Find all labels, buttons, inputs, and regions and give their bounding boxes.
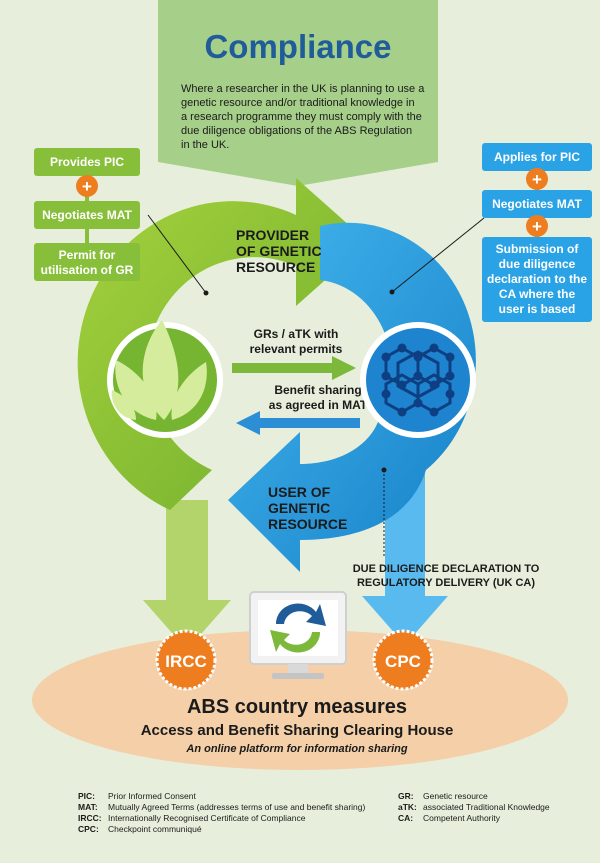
glossary-def: associated Traditional Knowledge xyxy=(423,802,550,812)
step-label: Permit for xyxy=(59,248,116,262)
user-label-line: USER OF xyxy=(268,484,331,500)
user-label-line: GENETIC xyxy=(268,500,330,516)
plus-icon xyxy=(76,175,98,197)
step-label: Negotiates MAT xyxy=(492,197,582,211)
down-arrow-green xyxy=(143,500,231,650)
abs-subtitle: Access and Benefit Sharing Clearing Hous… xyxy=(141,722,454,739)
connector-dot xyxy=(389,289,395,295)
header-banner xyxy=(158,0,438,186)
glossary-term: MAT: xyxy=(78,802,98,812)
user-label-line: RESOURCE xyxy=(268,516,347,532)
badge-cpc-label: CPC xyxy=(385,652,421,671)
due-diligence-label: REGULATORY DELIVERY (UK CA) xyxy=(357,577,535,589)
step-submission xyxy=(482,237,592,322)
step-negotiates-mat-user xyxy=(482,190,592,218)
flow-right-label: GRs / aTK with xyxy=(254,327,339,341)
flow-right-label: relevant permits xyxy=(250,342,343,356)
step-label: due diligence xyxy=(499,257,576,271)
step-label: Applies for PIC xyxy=(494,150,580,164)
glossary-term: PIC: xyxy=(78,791,95,801)
flow-right-arrow xyxy=(232,356,356,380)
plus-icon xyxy=(526,168,548,190)
glossary-left: PIC: Prior Informed Consent MAT: Mutuall… xyxy=(78,791,366,834)
step-label: Submission of xyxy=(496,242,580,256)
left-steps: Provides PIC + Negotiates MAT Permit for… xyxy=(34,148,140,281)
step-label: declaration to the xyxy=(487,272,587,286)
glossary-term: IRCC: xyxy=(78,813,102,823)
step-applies-pic xyxy=(482,143,592,171)
provider-label: PROVIDER OF GENETIC RESOURCE xyxy=(236,227,322,275)
intro-line: in the UK. xyxy=(181,139,229,151)
intro-line: a research programme they must comply wi… xyxy=(181,111,422,123)
right-steps: Applies for PIC + Negotiates MAT + Submi… xyxy=(482,143,592,322)
intro-line: due diligence obligations of the ABS Reg… xyxy=(181,125,412,137)
molecule-icon xyxy=(381,343,455,417)
user-label: USER OF GENETIC RESOURCE xyxy=(268,484,347,532)
step-label: CA where the xyxy=(499,287,576,301)
step-permit xyxy=(34,243,140,281)
page-title: Compliance xyxy=(204,28,391,65)
glossary-def: Prior Informed Consent xyxy=(108,791,197,801)
connector-dot xyxy=(381,467,387,473)
plus-icon xyxy=(526,215,548,237)
step-label: utilisation of GR xyxy=(41,263,134,277)
glossary-right: GR: Genetic resource aTK: associated Tra… xyxy=(398,791,550,823)
glossary-term: aTK: xyxy=(398,802,417,812)
flow-left-label: as agreed in MAT xyxy=(269,398,368,412)
connector-left xyxy=(147,214,207,294)
glossary-term: CA: xyxy=(398,813,413,823)
provider-label-line: RESOURCE xyxy=(236,259,315,275)
badge-ircc: IRCC xyxy=(155,629,217,691)
step-label: user is based xyxy=(499,302,576,316)
flow-left-arrow xyxy=(236,411,360,435)
plus-icon-glyph: + xyxy=(532,217,542,236)
plus-icon-glyph: + xyxy=(532,170,542,189)
user-cycle-arrow xyxy=(228,222,476,572)
abs-title: ABS country measures xyxy=(187,696,407,718)
step-label: Provides PIC xyxy=(50,155,124,169)
provider-label-line: PROVIDER xyxy=(236,227,309,243)
plus-icon-glyph: + xyxy=(82,177,92,196)
glossary-def: Genetic resource xyxy=(423,791,488,801)
glossary-def: Mutually Agreed Terms (addresses terms o… xyxy=(108,802,366,812)
intro-line: genetic resource and/or traditional know… xyxy=(181,97,415,109)
glossary-def: Internationally Recognised Certificate o… xyxy=(108,813,306,823)
glossary-term: CPC: xyxy=(78,824,99,834)
sync-icon xyxy=(270,603,326,653)
glossary-def: Competent Authority xyxy=(423,813,501,823)
due-diligence-label: DUE DILIGENCE DECLARATION TO xyxy=(353,563,540,575)
step-label: Negotiates MAT xyxy=(42,208,132,222)
glossary-def: Checkpoint communiqué xyxy=(108,824,202,834)
badge-cpc: CPC xyxy=(372,629,434,691)
glossary-term: GR: xyxy=(398,791,414,801)
abs-tagline: An online platform for information shari… xyxy=(185,743,408,755)
step-provides-pic xyxy=(34,148,140,176)
step-negotiates-mat xyxy=(34,201,140,229)
flow-left-label: Benefit sharing xyxy=(274,383,361,397)
connector-right xyxy=(391,217,485,293)
provider-label-line: OF GENETIC xyxy=(236,243,322,259)
intro-line: Where a researcher in the UK is planning… xyxy=(181,83,425,95)
intro-text: Where a researcher in the UK is planning… xyxy=(181,83,425,151)
badge-ircc-label: IRCC xyxy=(165,652,207,671)
connector-dot xyxy=(203,290,209,296)
leaf-icon xyxy=(111,320,207,420)
